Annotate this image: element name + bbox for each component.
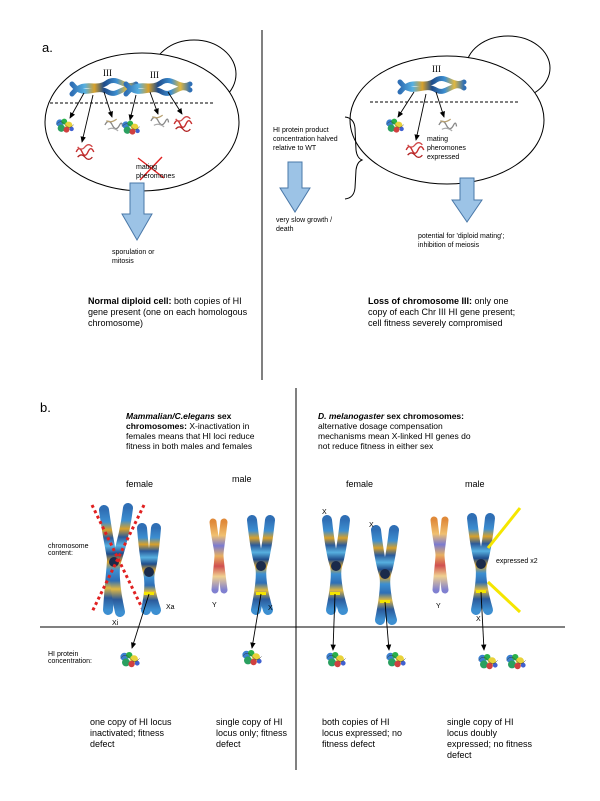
chromosome-x-mammal-male [247,515,275,615]
male-label-dros: male [465,479,485,489]
label-y-dros: Y [436,603,441,610]
panel-a-label: a. [42,40,53,55]
mammal-header: Mammalian/C.elegans sex chromosomes: X-i… [126,411,276,451]
protein-hi-icon [120,651,140,668]
left-caption-rest: both copies of HI gene present (one on e… [88,296,248,328]
chromosome-x-dros-2 [371,525,399,625]
chr-label-left-2: III [150,70,159,80]
mammal-header-rest: X-inactivation in females means that HI … [126,421,255,451]
protein-hi-icon [506,653,526,670]
dros-header-rest: alternative dosage compensation mechanis… [318,421,471,451]
cross-out-mark [137,156,165,181]
protein-hi-icon [386,651,406,668]
mammal-header-title: Mammalian/C.elegans [126,411,215,421]
left-caption: Normal diploid cell: both copies of HI g… [88,296,248,329]
dros-header-title: D. melanogaster [318,411,385,421]
chr-label-left-1: III [103,68,112,78]
protein-hi-icon [242,649,262,666]
label-xa: Xa [166,604,175,611]
chromosome-iii-right [397,76,467,95]
label-y-mammal: Y [212,602,217,609]
middle-note-text: HI protein product concentration halved … [273,127,338,152]
caption-mammal-female: one copy of HI locus inactivated; fitnes… [90,717,172,749]
row-label-protein: HI protein concentration: [48,651,92,665]
right-caption: Loss of chromosome III: only one copy of… [368,296,524,329]
gene-expression-arrows-left [69,91,183,143]
caption-mammal-male: single copy of HI locus only; fitness de… [216,717,288,749]
big-arrow-right [451,177,483,223]
dros-header: D. melanogaster sex chromosomes: alterna… [318,411,478,451]
chromosome-y-dros [430,516,449,594]
panel-b-label: b. [40,400,51,415]
cross-out-xi [90,504,146,613]
female-label-dros: female [346,479,374,489]
cell-chr-iii-loss [349,55,545,185]
right-outcome-text: potential for 'diploid mating'; inhibiti… [418,233,505,249]
caption-dros-female: both copies of HI locus expressed; no fi… [322,717,403,749]
chromosome-x-dros-male [467,513,495,615]
brace [344,116,364,200]
chr-label-right: III [432,64,441,74]
label-x-mammal: X [268,605,273,612]
left-outcome-text: sporulation or mitosis [112,249,155,265]
expressed-x2-label: expressed x2 [496,558,538,565]
protein-hi-icon [326,651,346,668]
dros-header-sex: sex chromosomes: [386,411,464,421]
chromosome-iii-left-2 [123,78,193,97]
gene-expression-arrows-right [397,91,445,141]
big-arrow-left [121,182,153,242]
middle-outcome-text: very slow growth / death [276,217,333,233]
female-label-mammal: female [126,479,154,489]
chromosome-xa [137,523,161,615]
right-caption-bold: Loss of chromosome III: [368,296,473,306]
right-pheromones-text: mating pheromones expressed [427,136,466,161]
locus-arrows [131,591,487,651]
chromosome-x-dros-1 [322,515,350,615]
caption-dros-male: single copy of HI locus doubly expressed… [447,717,533,760]
row-label-chromosome: chromosome content: [48,543,89,557]
label-x-dros-male: X [476,616,481,623]
label-xi: Xi [112,620,119,627]
chromosome-y-mammal [209,518,228,594]
protein-hi-icon [478,653,498,670]
hyperexpression-bars [486,507,522,614]
male-label-mammal: male [232,474,252,484]
crossed-pheromones-text: mating pheromones [136,164,175,180]
right-caption-rest: only one copy of each Chr III HI gene pr… [368,296,516,328]
left-caption-bold: Normal diploid cell: [88,296,172,306]
mammal-header-chromosomes: chromosomes: [126,421,187,431]
label-x-dros-1: X [322,509,327,516]
label-x-dros-2: X [369,522,374,529]
mammal-header-sex: sex [217,411,232,421]
big-arrow-middle [279,161,311,213]
